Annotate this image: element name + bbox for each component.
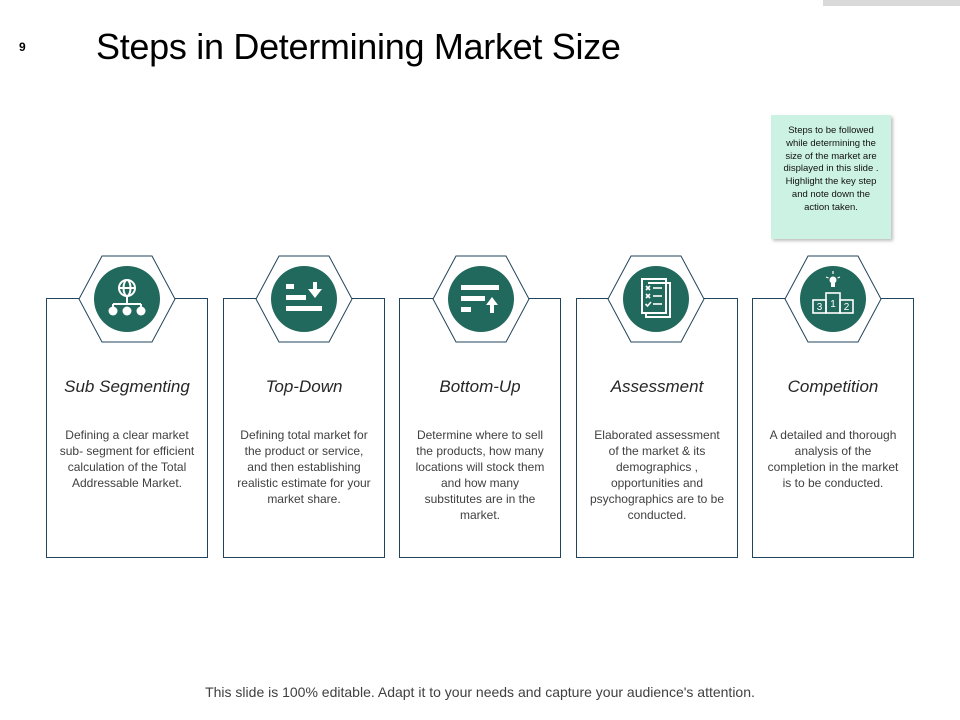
sort-up-icon [432, 255, 530, 343]
svg-text:3: 3 [817, 302, 823, 313]
card-description: A detailed and thorough analysis of the … [767, 428, 899, 490]
card-description: Elaborated assessment of the market & it… [589, 428, 725, 522]
card-title: Assessment [610, 377, 704, 396]
slide-number: 9 [19, 40, 26, 54]
network-globe-icon [78, 255, 176, 343]
svg-text:2: 2 [844, 302, 850, 313]
card-title: Bottom-Up [439, 377, 521, 396]
sticky-note[interactable]: Steps to be followed while determining t… [771, 115, 891, 239]
svg-text:1: 1 [830, 299, 836, 310]
card-description: Defining a clear market sub- segment for… [59, 428, 195, 490]
card-description: Determine where to sell the products, ho… [415, 428, 545, 522]
card-title: Competition [787, 377, 879, 396]
top-accent-bar [823, 0, 960, 6]
checklist-icon [607, 255, 705, 343]
sort-down-icon [255, 255, 353, 343]
card-assessment[interactable]: Assessment Elaborated assessment of the … [576, 298, 738, 558]
footer-caption: This slide is 100% editable. Adapt it to… [205, 684, 755, 700]
slide-title: Steps in Determining Market Size [96, 26, 621, 67]
podium-icon: 3 1 2 [784, 255, 882, 343]
card-title: Sub Segmenting [64, 377, 190, 396]
card-description: Defining total market for the product or… [237, 428, 371, 506]
card-title: Top-Down [265, 377, 343, 396]
